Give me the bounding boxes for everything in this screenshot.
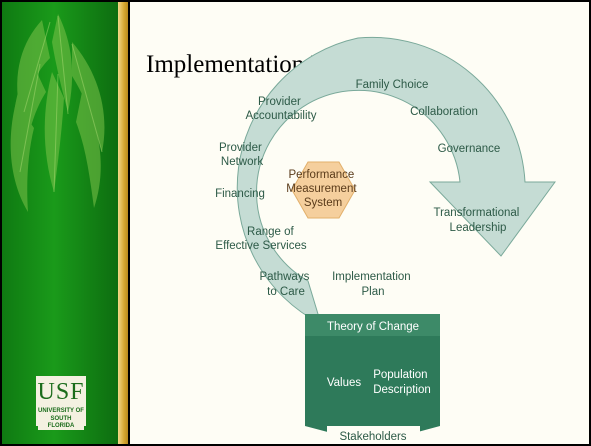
banner-band	[305, 314, 440, 336]
center-line-2: Measurement	[286, 183, 357, 195]
label-stakeholders: Stakeholders	[339, 431, 406, 443]
provider-accountability-line-2: Accountability	[246, 110, 317, 122]
usf-logo-subline-1: UNIVERSITY OF	[38, 408, 84, 415]
implementation-plan-line-2: Plan	[361, 286, 384, 298]
center-line-3: System	[304, 197, 342, 209]
label-governance: Governance	[438, 143, 501, 155]
palm-frond-decoration	[10, 14, 105, 212]
usf-logo: USF UNIVERSITY OF SOUTH FLORIDA	[36, 376, 86, 430]
center-hexagon	[291, 161, 356, 219]
gold-divider-bar	[118, 2, 128, 444]
label-pathways-to-care: Pathways to Care	[259, 271, 312, 298]
implementation-plan-line-1: Implementation	[332, 271, 411, 283]
theory-of-change-banner	[305, 314, 440, 444]
label-provider-accountability: Provider Accountability	[246, 96, 317, 122]
usf-logo-letters: USF	[37, 379, 85, 405]
population-line-1: Population	[373, 369, 427, 381]
implementation-diagram: Family Choice Provider Accountability Co…	[215, 36, 556, 444]
label-implementation-plan: Implementation Plan	[332, 271, 414, 298]
label-provider-network: Provider Network	[219, 142, 265, 168]
circular-arrow-ring	[236, 36, 556, 325]
provider-network-line-1: Provider	[219, 142, 262, 154]
sidebar-green-panel	[2, 2, 118, 444]
transformational-leadership-line-2: Leadership	[450, 222, 507, 234]
stakeholders-tab	[327, 426, 420, 444]
banner-population-description: Population Description	[373, 369, 431, 396]
provider-network-line-2: Network	[221, 156, 263, 168]
usf-logo-subline-2: SOUTH FLORIDA	[38, 416, 84, 430]
label-financing: Financing	[215, 188, 265, 200]
pathways-line-1: Pathways	[259, 271, 309, 283]
range-of-services-line-1: Range of	[247, 226, 294, 238]
label-transformational-leadership: Transformational Leadership	[433, 207, 522, 234]
center-line-1: Performance	[288, 169, 354, 181]
banner-values: Values	[327, 377, 362, 389]
population-line-2: Description	[373, 384, 431, 396]
label-range-of-services: Range of Effective Services	[215, 226, 306, 252]
range-of-services-line-2: Effective Services	[215, 240, 306, 252]
content-area: Implementation Factors Family Choice Pro…	[130, 2, 589, 444]
provider-accountability-line-1: Provider	[258, 96, 301, 108]
center-performance-measurement-system: Performance Measurement System	[286, 169, 360, 209]
banner-theory-of-change: Theory of Change	[327, 321, 419, 333]
label-collaboration: Collaboration	[410, 106, 478, 118]
pathways-line-2: to Care	[267, 286, 305, 298]
transformational-leadership-line-1: Transformational	[433, 207, 519, 219]
label-family-choice: Family Choice	[356, 79, 429, 91]
